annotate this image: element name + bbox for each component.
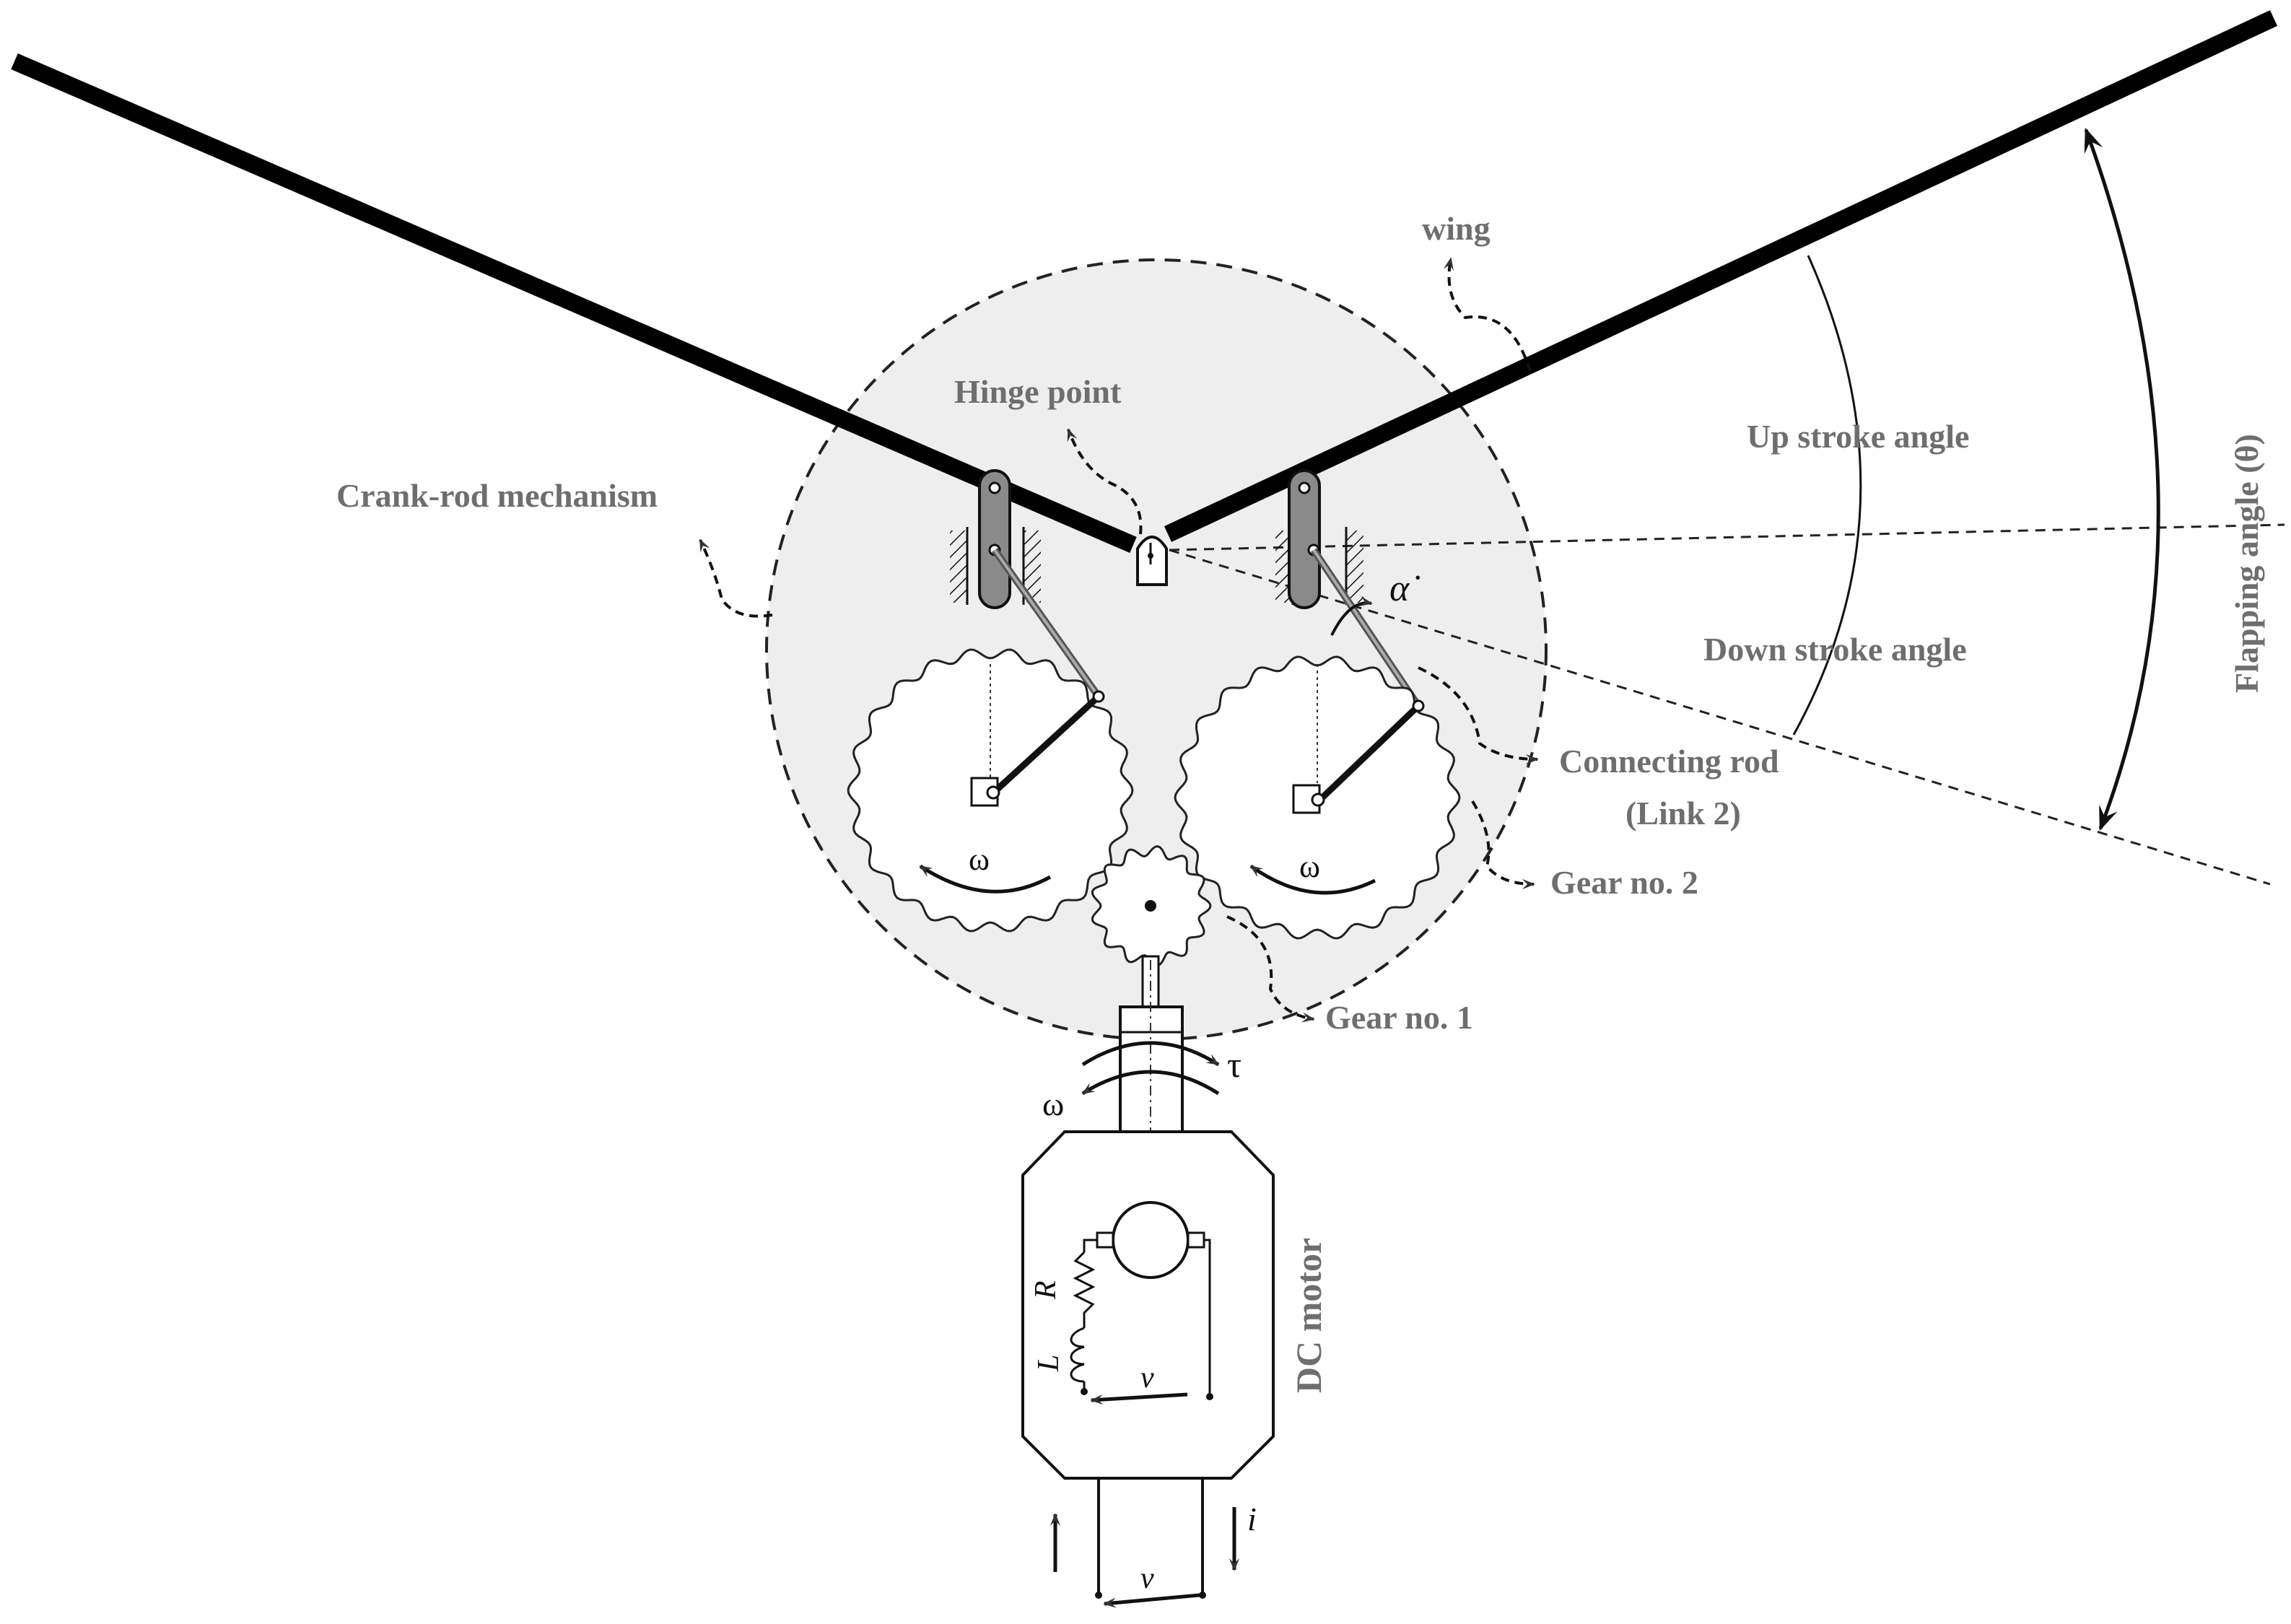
left-gear [847,648,1134,933]
wing-leader [1443,257,1532,372]
shaft-omega-arrow [1081,1070,1220,1096]
omega-shaft-symbol: ω [1042,1086,1064,1122]
right-crank [1319,703,1421,800]
left-wing [11,53,1137,554]
inner-voltage-symbol: v [1140,1361,1154,1394]
armature [1112,1201,1190,1279]
right-wing [1164,10,2278,542]
inner-voltage-arrow [1090,1392,1188,1405]
stroke-angle-arc [1792,255,1862,735]
omega-left-symbol: ω [969,842,990,877]
omega-right-symbol: ω [1299,849,1320,884]
inductor-symbol: L [1032,1355,1065,1372]
right-crank-assembly [1275,469,1422,708]
alpha-dot-arrow [1330,595,1373,636]
current-symbol: i [1247,1501,1257,1537]
gear2-label: Gear no. 2 [1550,864,1698,901]
left-crank-assembly [950,469,1102,699]
inductor [1070,1327,1085,1383]
left-omega-arrow [919,864,1052,894]
crank-rod-leader [699,538,773,618]
right-slider [1288,469,1321,609]
leader-lines [699,257,1539,1023]
pinion-gear [1091,845,1212,966]
crank-rod-label: Crank-rod mechanism [336,477,658,514]
tau-arrow [1081,1041,1220,1067]
hinge-leader [1067,428,1143,535]
tau-symbol: τ [1227,1044,1241,1085]
gear2-leader [1471,800,1535,890]
link2-label: (Link 2) [1625,795,1741,831]
hinge-point [1136,536,1168,586]
left-crank [993,694,1101,793]
gear1-leader [1226,915,1315,1023]
right-gear [1174,655,1461,940]
right-omega-arrow [1249,864,1376,895]
flapping-angle-arrow [2084,127,2160,831]
down-stroke-label: Down stroke angle [1703,631,1967,668]
motor-leads [1050,1478,1240,1608]
outer-voltage-arrow [1103,1593,1200,1608]
neutral-reference-line [1169,523,2285,551]
resistor [1073,1251,1096,1328]
gear1-label: Gear no. 1 [1325,999,1473,1036]
outer-voltage-symbol: v [1140,1562,1154,1595]
motor-shaft [1081,955,1220,1227]
left-slider [978,469,1011,609]
hinge-point-label: Hinge point [954,373,1122,410]
resistor-symbol: R [1029,1280,1062,1300]
motor-body [1021,1130,1275,1480]
connecting-rod-leader [1418,666,1539,765]
flapping-angle-label: Flapping angle (θ) [2228,434,2265,693]
wing-label: wing [1422,210,1491,247]
up-stroke-label: Up stroke angle [1747,418,1969,455]
dc-motor-label: DC motor [1288,1238,1329,1393]
connecting-rod-label: Connecting rod [1559,743,1779,780]
dc-motor [1021,1130,1275,1480]
